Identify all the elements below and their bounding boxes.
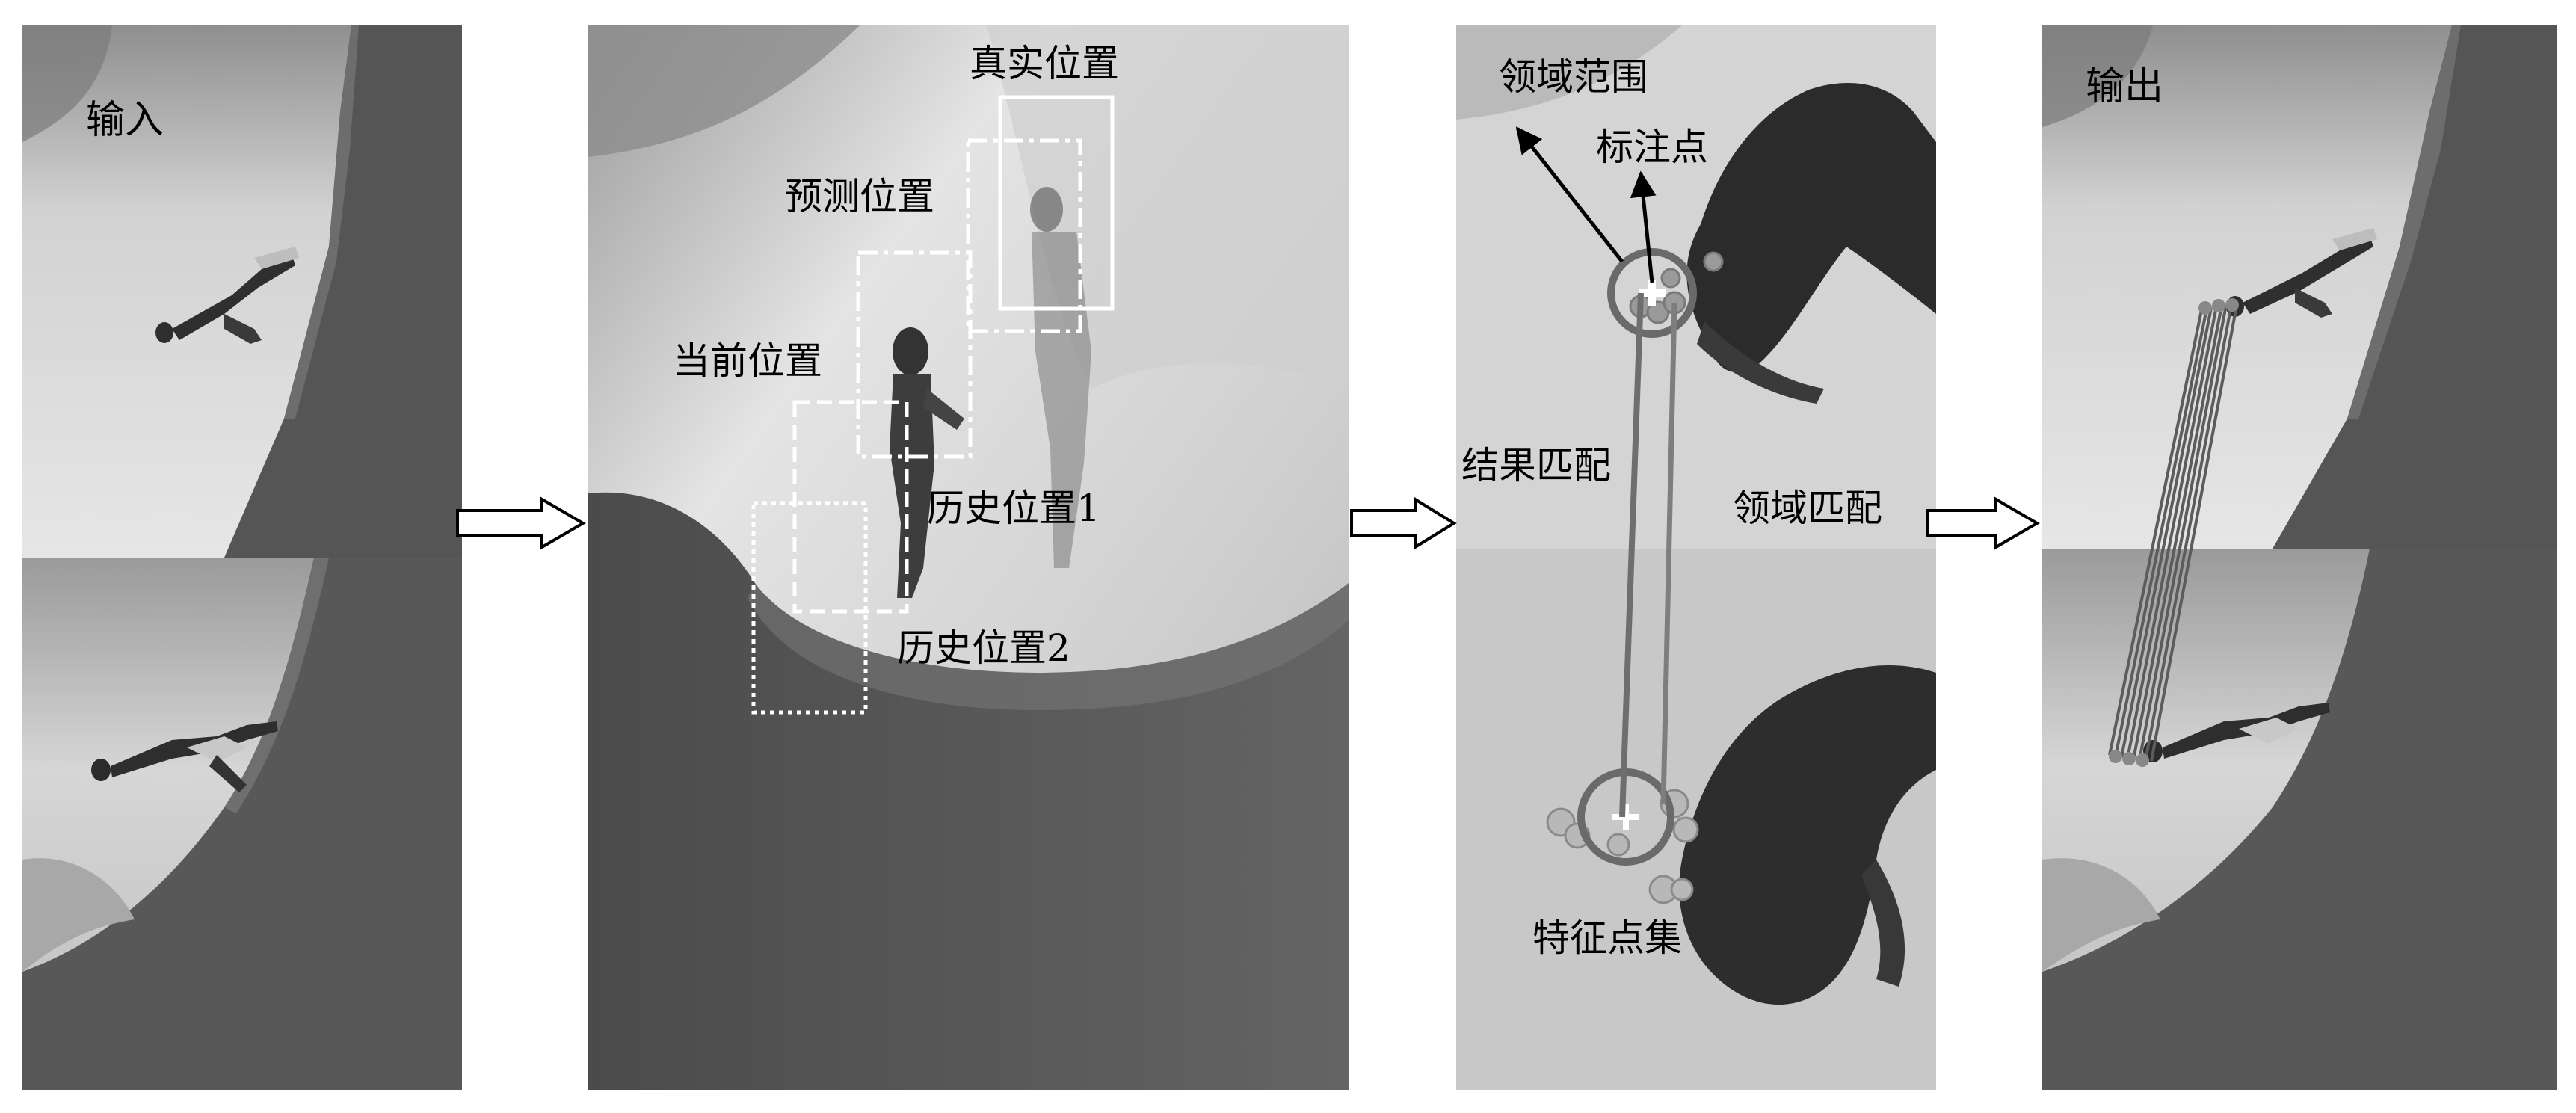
neighborhood-range-label: 领域范围 <box>1499 55 1648 99</box>
surfer-figure <box>155 247 299 344</box>
annotation-point-label: 标注点 <box>1596 126 1708 169</box>
current-position-box <box>856 250 973 459</box>
tracking-panel <box>588 25 1349 1090</box>
feature-point-set-label: 特征点集 <box>1532 916 1682 960</box>
flow-arrow-2 <box>1350 496 1457 550</box>
input-label: 输入 <box>86 98 164 143</box>
result-match-line <box>1619 292 1644 818</box>
true-position-box <box>998 95 1115 311</box>
predicted-position-label: 预测位置 <box>785 175 934 218</box>
neighborhood-matching-label: 领域匹配 <box>1733 487 1882 530</box>
annotation-point-arrow <box>1630 170 1657 283</box>
current-position-label: 当前位置 <box>673 339 822 383</box>
surfer-figure <box>91 721 278 792</box>
flow-arrow-3 <box>1926 496 2040 550</box>
history-position-2-label: 历史位置2 <box>897 626 1070 670</box>
neighborhood-range-arrow <box>1515 126 1624 263</box>
surfer-figure-ghost <box>1030 187 1091 568</box>
annotation-point-top <box>1639 280 1666 306</box>
match-endpoints <box>2109 298 2239 767</box>
neighborhood-circle-top <box>1607 248 1697 338</box>
neighborhood-match-line <box>1660 302 1677 804</box>
match-lines-bundle <box>2108 304 2238 762</box>
matching-panel <box>1456 25 1936 1090</box>
feature-points-bottom <box>1546 789 1699 904</box>
true-position-label: 真实位置 <box>970 42 1119 85</box>
input-panel <box>22 25 462 1090</box>
output-label: 输出 <box>2086 64 2164 109</box>
history-position-2-box <box>751 501 868 715</box>
history-position-1-label: 历史位置1 <box>927 487 1100 530</box>
history-position-1-box <box>792 400 909 614</box>
output-panel <box>2042 25 2557 1090</box>
predicted-position-box <box>966 138 1082 333</box>
surfer-figure <box>890 327 964 598</box>
result-matching-label: 结果匹配 <box>1461 444 1611 487</box>
flow-arrow-1 <box>456 496 586 550</box>
annotation-point-bottom <box>1612 804 1639 830</box>
surfer-figure <box>2226 228 2377 318</box>
